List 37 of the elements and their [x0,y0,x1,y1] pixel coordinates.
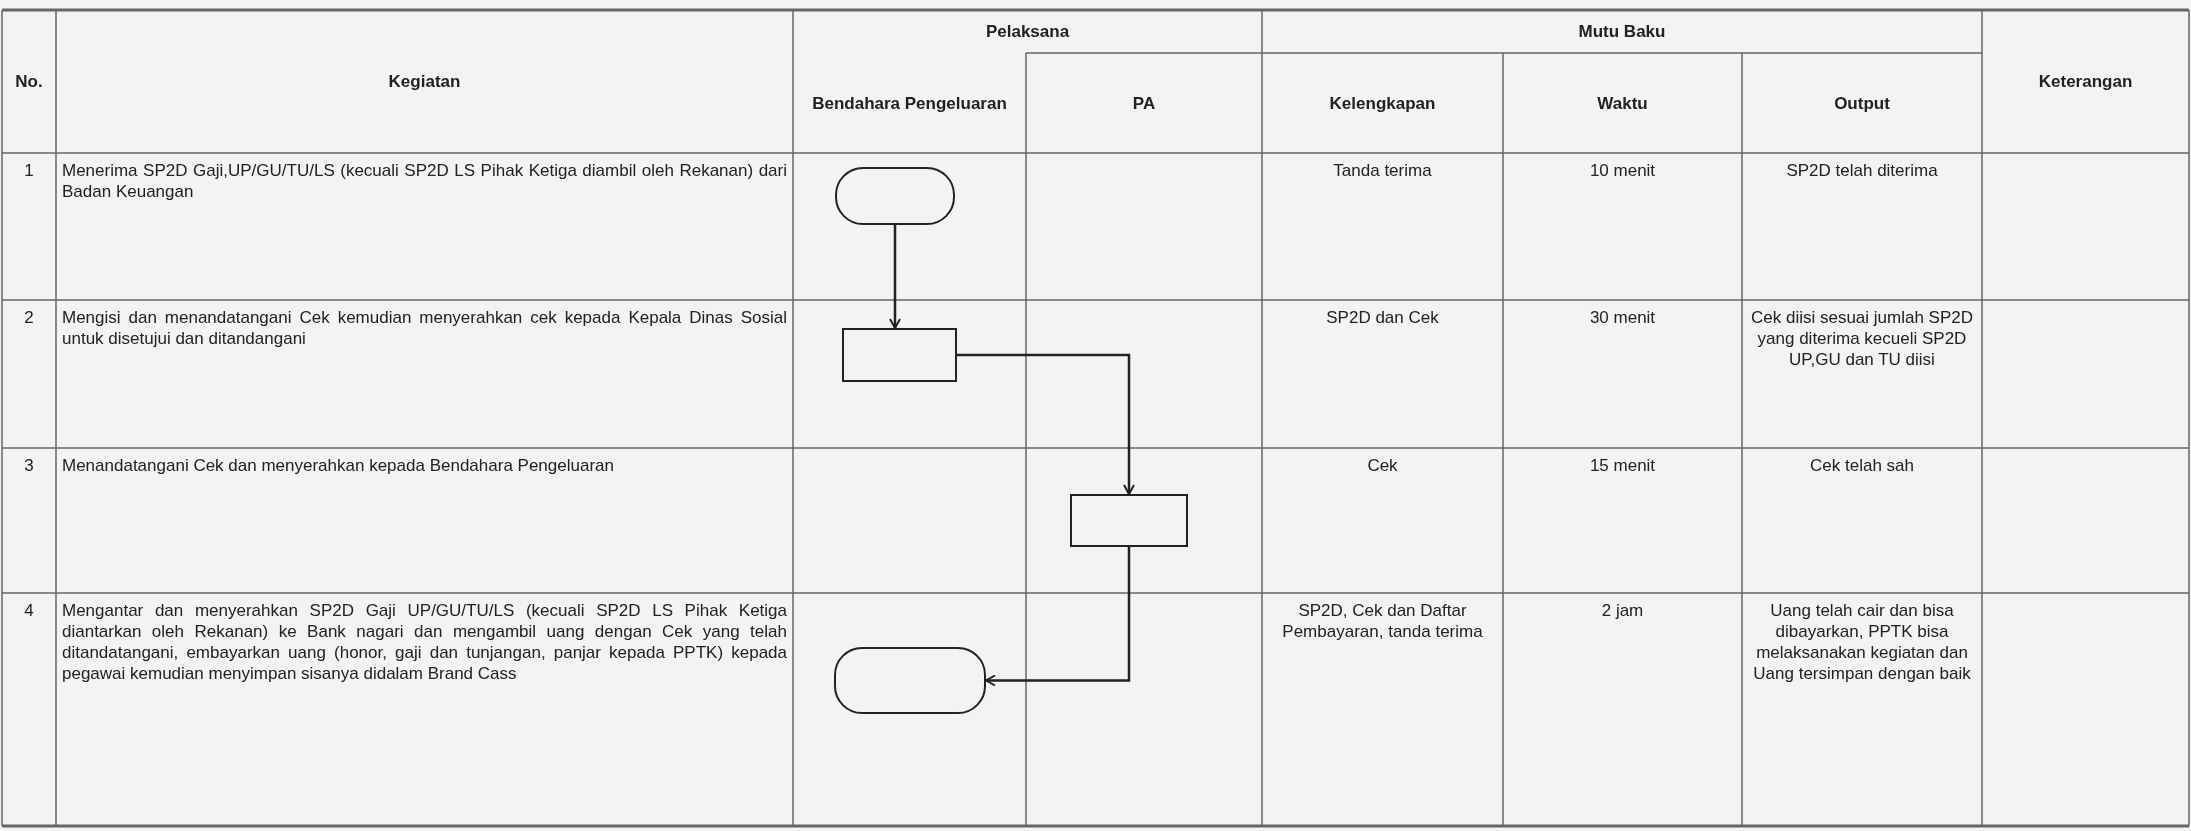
column-header: Bendahara Pengeluaran [812,92,1007,114]
column-header: Output [1834,92,1890,114]
activity-text: Mengisi dan menandatangani Cek kemudian menyerahkan cek kepada Kepala Dinas Sosial untuk disetujui dan ditandangani [62,307,787,349]
output-text: Cek diisi sesuai jumlah SP2D yang diterima kecueli SP2D UP,GU dan TU diisi [1749,307,1974,370]
column-header: No. [15,71,43,92]
flow-arrow [957,353,1135,495]
flow-arrow [889,225,901,329]
table-text: Tanda terima [1333,160,1432,181]
duration-text: 10 menit [1589,160,1656,181]
column-header: Kegiatan [388,71,461,92]
column-header: Kelengkapan [1329,92,1436,114]
duration-text: 2 jam [1601,600,1644,621]
column-header: Mutu Baku [1578,21,1666,42]
column-header: Pelaksana [985,21,1070,42]
terminator-shape [834,647,986,714]
column-header: PA [1132,92,1156,114]
row-number: 1 [24,160,34,181]
column-header: Waktu [1597,92,1648,114]
row-number: 2 [24,307,34,328]
column-header: Keterangan [2038,71,2133,92]
activity-text: Menerima SP2D Gaji,UP/GU/TU/LS (kecuali SP2D LS Pihak Ketiga diambil oleh Rekanan) dari Badan Keuangan [62,160,787,202]
flow-arrow [985,547,1131,687]
activity-text: Mengantar dan menyerahkan SP2D Gaji UP/GU/TU/LS (kecuali SP2D LS Pihak Ketiga diantarkan oleh Rekanan) ke Bank nagari dan mengambil uang dengan Cek yang telah ditandatangani, embayarkan uang (honor, gaji dan tunjangan, panjar kepada PPTK) kepada pegawai kemudian menyimpan sisanya didalam Brand Cass [62,600,787,684]
duration-text: 30 menit [1589,307,1656,328]
table-text: SP2D, Cek dan Daftar Pembayaran, tanda terima [1281,600,1484,642]
process-box [842,328,957,382]
row-number: 4 [24,600,34,621]
table-text: SP2D dan Cek [1326,307,1439,328]
table-text: Cek [1367,455,1398,476]
activity-text: Menandatangani Cek dan menyerahkan kepada Bendahara Pengeluaran [62,455,615,476]
row-number: 3 [24,455,34,476]
process-box [1070,494,1188,547]
duration-text: 15 menit [1589,455,1656,476]
output-text: Cek telah sah [1810,455,1914,476]
output-text: SP2D telah diterima [1786,160,1938,181]
output-text: Uang telah cair dan bisa dibayarkan, PPTK bisa melaksanakan kegiatan dan Uang tersimpan dengan baik [1752,600,1972,684]
terminator-shape [835,167,955,225]
